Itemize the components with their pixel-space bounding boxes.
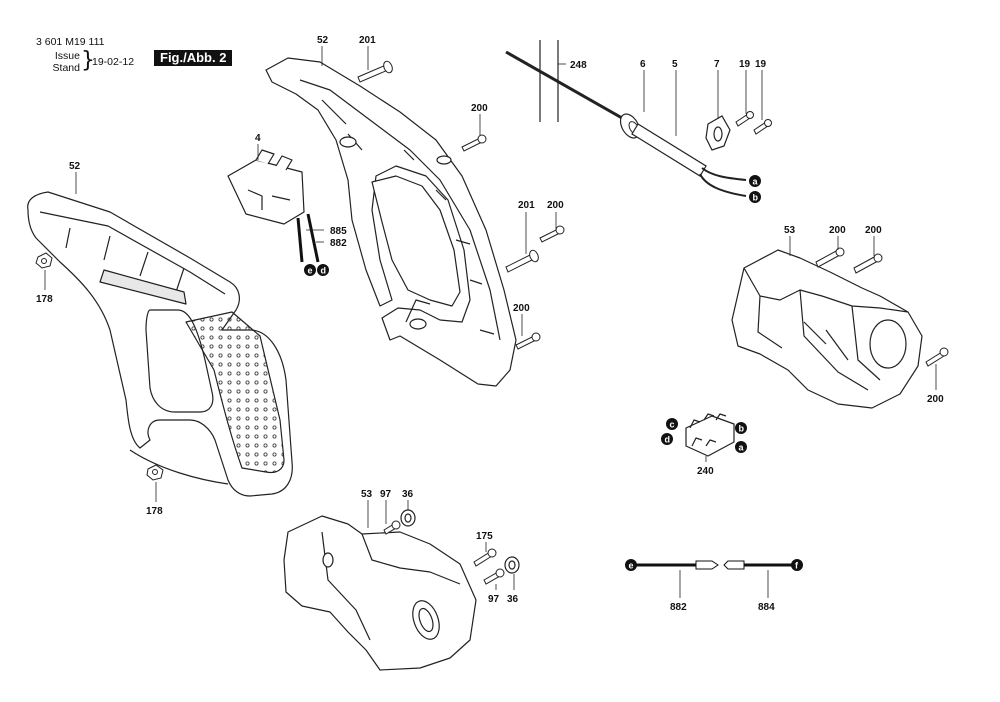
screw-200-a: [461, 134, 487, 152]
bushing-36-b: [504, 556, 520, 574]
connector-badge-d-vert: d: [317, 264, 329, 276]
svg-text:c: c: [670, 420, 675, 430]
connector-badge-e-vert: e: [304, 264, 316, 276]
switch-240: [685, 413, 735, 457]
nut-178-a: [35, 252, 53, 269]
document-number: 3 601 M19 111: [36, 36, 105, 48]
svg-text:b: b: [739, 424, 745, 434]
screw-200-c: [515, 332, 541, 350]
part-label-201-mid: 201: [518, 200, 535, 211]
connector-badge-a-switch: a: [735, 441, 747, 453]
part-label-7: 7: [714, 59, 720, 70]
part-label-19-b: 19: [755, 59, 767, 70]
part-label-200-a: 200: [471, 103, 488, 114]
screw-201-top: [357, 60, 393, 83]
cable-882-884: [636, 560, 792, 570]
svg-text:d: d: [665, 435, 671, 445]
connector-badge-e-cable: e: [625, 559, 637, 571]
screw-19-b: [753, 119, 772, 135]
screw-200-f: [925, 347, 949, 367]
part-label-201-top: 201: [359, 35, 376, 46]
part-label-97-b: 97: [488, 594, 500, 605]
part-number-labels: 52 201 200 4 885 882 52 178 178 248 6 5 …: [36, 35, 944, 613]
gear-housing-53-bottom: [283, 515, 477, 671]
connector-badge-b-wire: b: [749, 191, 761, 203]
part-label-52-top: 52: [317, 35, 329, 46]
part-label-884: 884: [758, 602, 775, 613]
figure-label: Fig./Abb. 2: [154, 50, 233, 66]
svg-text:f: f: [795, 561, 799, 571]
issue-date: 19-02-12: [92, 56, 135, 68]
part-label-19-a: 19: [739, 59, 751, 70]
cable-assembly: [505, 40, 747, 197]
part-label-6: 6: [640, 59, 646, 70]
part-label-36-b: 36: [507, 594, 519, 605]
screw-201-mid: [505, 249, 539, 273]
part-label-53-right: 53: [784, 225, 796, 236]
svg-text:a: a: [739, 443, 745, 453]
part-label-200-c: 200: [513, 303, 530, 314]
screw-200-b: [539, 225, 565, 243]
part-label-4: 4: [255, 133, 261, 144]
nut-178-b: [146, 464, 164, 481]
bushing-36-a: [400, 509, 416, 527]
brace-symbol: }: [81, 48, 95, 73]
part-label-178-b: 178: [146, 506, 163, 517]
svg-text:b: b: [753, 193, 759, 203]
part-label-52-left: 52: [69, 161, 81, 172]
part-label-200-e: 200: [865, 225, 882, 236]
housing-cover-53-right: [731, 249, 923, 409]
part-label-882-bottom: 882: [670, 602, 687, 613]
part-label-882-vert: 882: [330, 238, 347, 249]
screw-175: [473, 548, 497, 567]
handle-shell-left: [27, 191, 293, 497]
screw-200-e: [853, 253, 883, 274]
part-label-5: 5: [672, 59, 678, 70]
part-label-175: 175: [476, 531, 493, 542]
leader-lines: [44, 46, 937, 598]
screw-97-b: [483, 568, 505, 585]
strain-relief-7: [705, 115, 731, 151]
connector-badge-d-switch: d: [661, 433, 673, 445]
connector-badge-c-switch: c: [666, 418, 678, 430]
part-label-200-d: 200: [829, 225, 846, 236]
stand-label: Stand: [52, 62, 80, 74]
part-label-178-a: 178: [36, 294, 53, 305]
part-label-200-f: 200: [927, 394, 944, 405]
part-label-97-a: 97: [380, 489, 392, 500]
svg-text:d: d: [321, 266, 327, 276]
screw-19-a: [735, 111, 754, 127]
svg-text:a: a: [753, 177, 759, 187]
connector-badge-a-wire: a: [749, 175, 761, 187]
part-label-248: 248: [570, 60, 587, 71]
screw-97-a: [383, 520, 401, 535]
part-label-885: 885: [330, 226, 347, 237]
svg-text:e: e: [629, 561, 634, 571]
part-label-53-bottom: 53: [361, 489, 373, 500]
handle-frame-52: [265, 57, 517, 387]
connector-badge-b-switch: b: [735, 422, 747, 434]
screw-200-d: [815, 247, 845, 268]
connector-badge-f-cable: f: [791, 559, 803, 571]
svg-text:e: e: [308, 266, 313, 276]
part-label-240: 240: [697, 466, 714, 477]
part-label-36-a: 36: [402, 489, 414, 500]
issue-label: Issue: [54, 50, 80, 62]
part-label-200-b: 200: [547, 200, 564, 211]
switch-4: [227, 149, 320, 263]
